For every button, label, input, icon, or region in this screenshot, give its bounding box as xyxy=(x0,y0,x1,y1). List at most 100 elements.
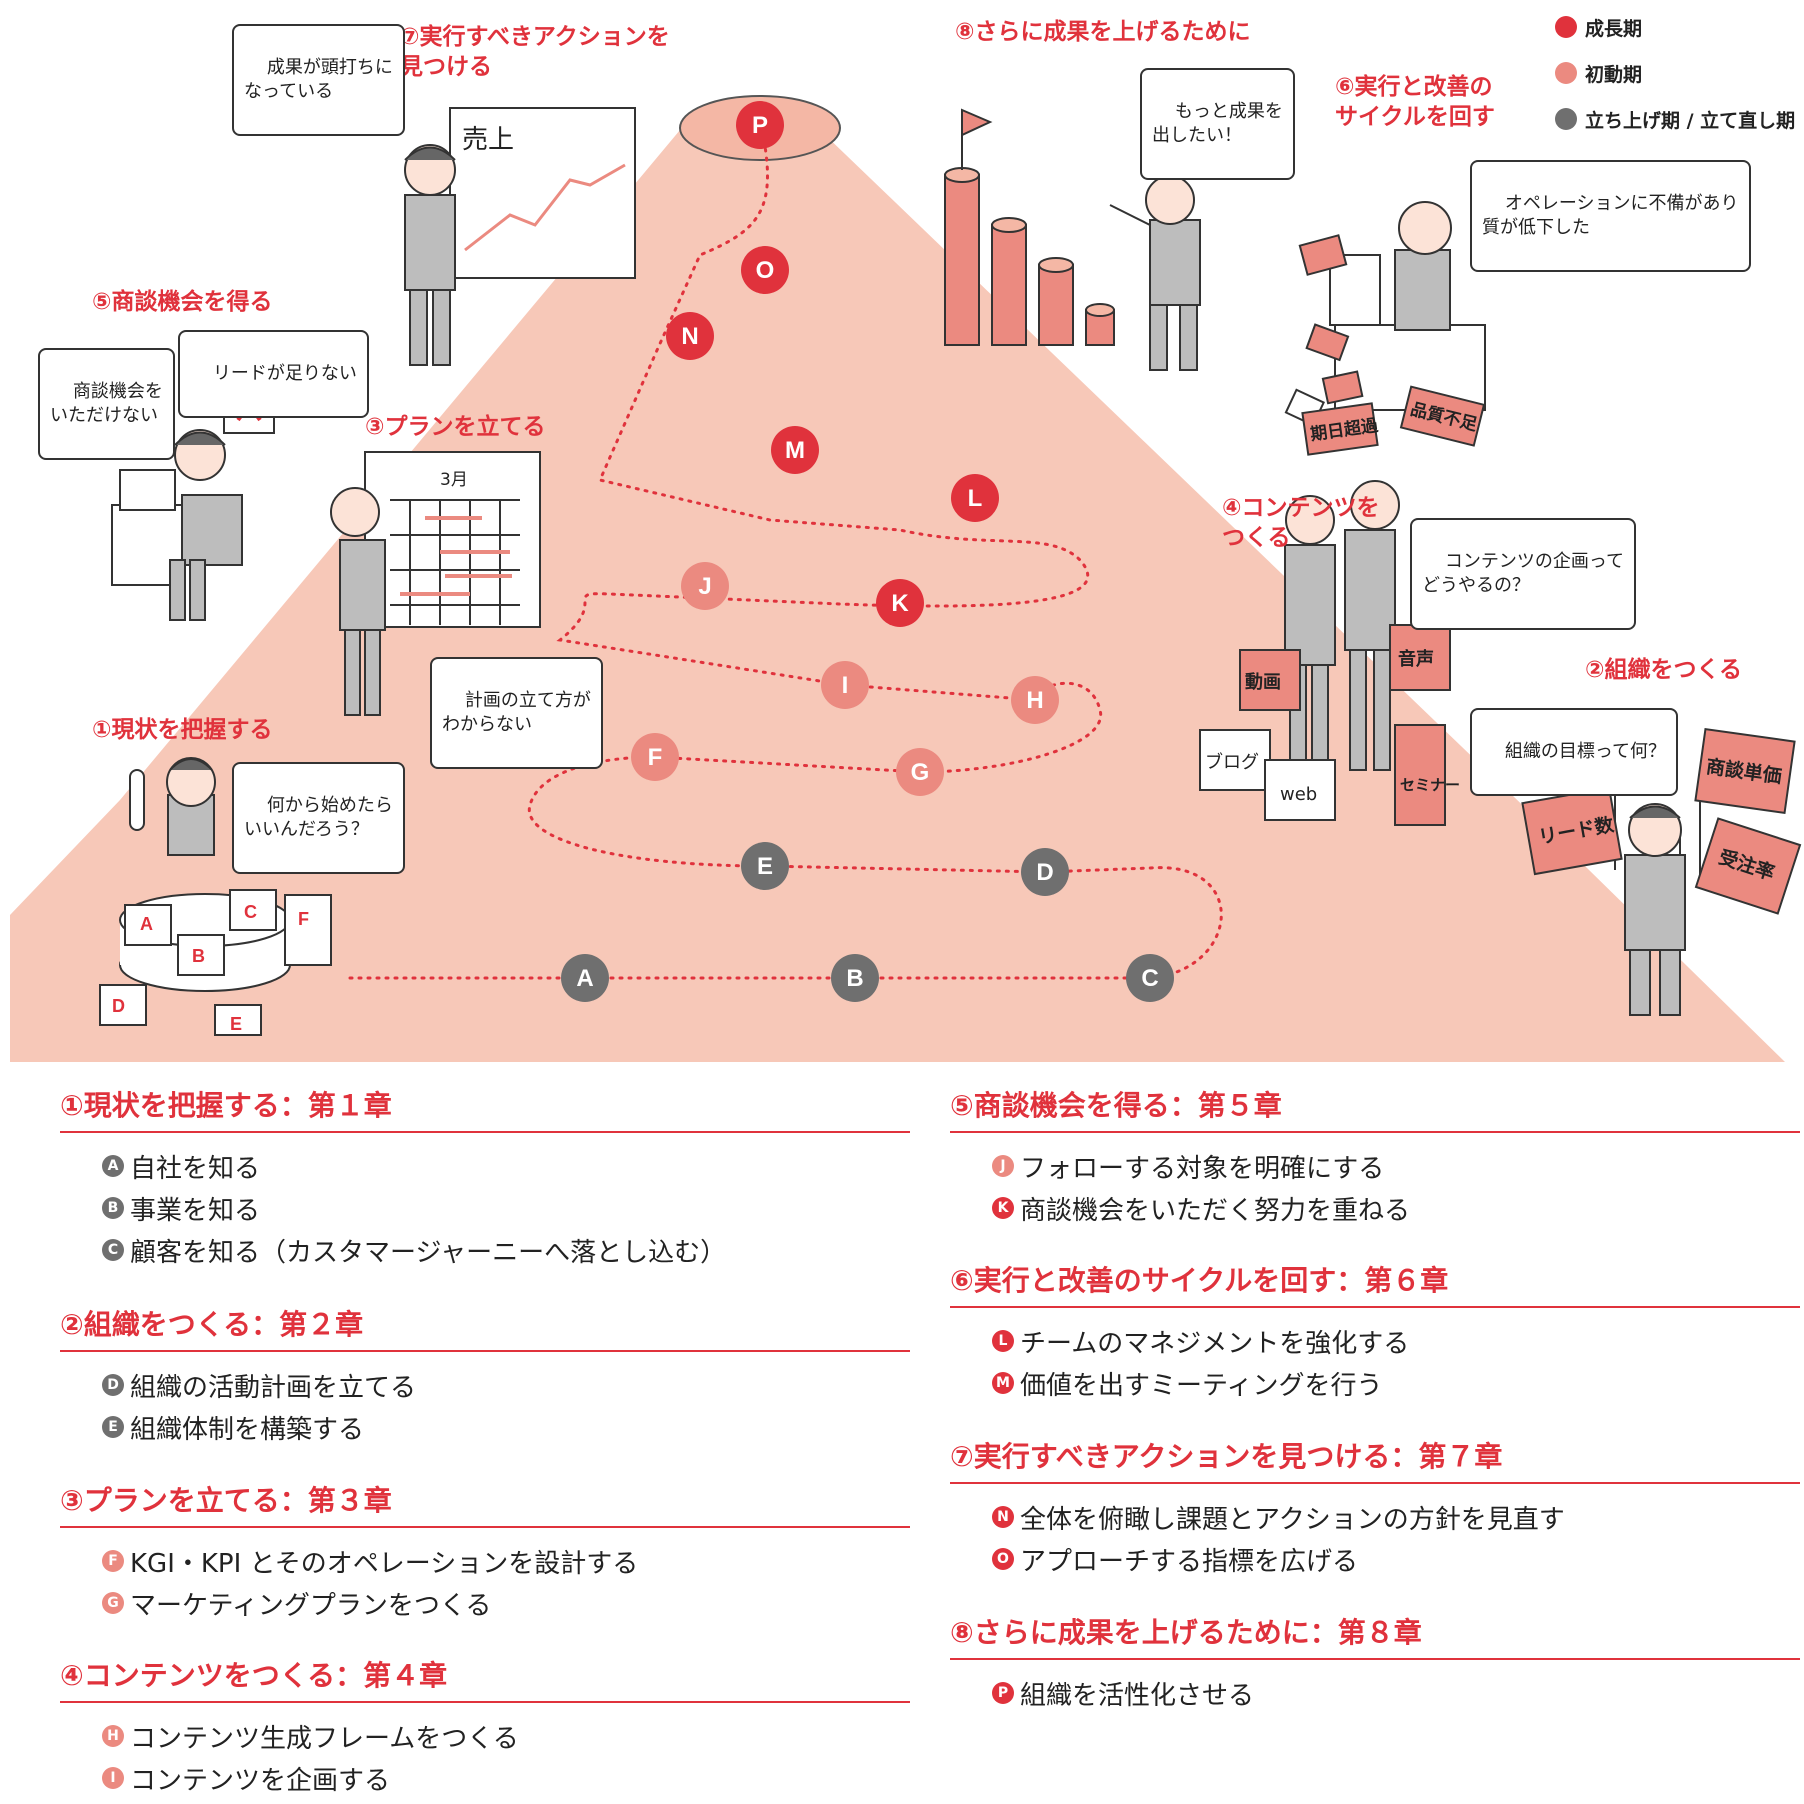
legend-item: 立ち上げ期 / 立て直し期 xyxy=(1555,96,1795,142)
path-node-label-o: O xyxy=(756,257,775,284)
svg-text:C: C xyxy=(244,902,257,922)
path-node-label-p: P xyxy=(752,112,768,139)
chapter-item: G マーケティングプランをつくる xyxy=(102,1582,910,1624)
svg-text:動画: 動画 xyxy=(1245,671,1281,693)
chapter-item: M 価値を出すミーティングを行う xyxy=(992,1362,1800,1404)
item-text: 顧客を知る（カスタマージャーニーへ落とし込む） xyxy=(130,1237,727,1268)
bubble-text: 商談機会を いただけない xyxy=(50,381,163,426)
legend-item: 成長期 xyxy=(1555,4,1795,50)
path-node-label-i: I xyxy=(842,672,849,699)
legend-dot xyxy=(1555,62,1577,84)
path-node-label-c: C xyxy=(1141,965,1158,992)
item-letter-badge: L xyxy=(992,1330,1014,1352)
path-node-g xyxy=(896,748,944,796)
legend-dot xyxy=(1555,108,1577,130)
path-node-label-a: A xyxy=(576,965,593,992)
chapter-heading: ⑥実行と改善のサイクルを回す：第６章 xyxy=(950,1262,1800,1308)
bubble-text: 計画の立て方が わからない xyxy=(442,690,591,735)
stage1-doc-labels: A B C D E F xyxy=(112,902,309,1034)
stage2-illustration xyxy=(1521,727,1802,1016)
item-letter-badge: M xyxy=(992,1372,1014,1394)
speech-bubble-stage2: 組織の目標って何？ xyxy=(1470,708,1678,796)
path-node-i xyxy=(821,661,869,709)
phase-legend: 成長期初動期立ち上げ期 / 立て直し期 xyxy=(1555,4,1795,142)
item-letter-badge: J xyxy=(992,1155,1014,1177)
svg-text:web: web xyxy=(1280,784,1317,805)
path-node-label-j: J xyxy=(698,573,711,600)
stage1-illustration xyxy=(99,757,332,1036)
path-node-label-n: N xyxy=(681,323,698,350)
bubble-text: 何から始めたら いいんだろう？ xyxy=(244,795,393,840)
bubble-text: 成果が頭打ちに なっている xyxy=(244,57,393,102)
chapter-heading: ③プランを立てる：第３章 xyxy=(60,1482,910,1528)
speech-bubble-stage8: もっと成果を 出したい！ xyxy=(1140,68,1295,180)
svg-text:A: A xyxy=(140,914,153,934)
bubble-text: リードが足りない xyxy=(212,363,357,384)
bubble-text: オペレーションに不備があり 質が低下した xyxy=(1482,193,1739,238)
path-node-l xyxy=(951,474,999,522)
item-letter-badge: B xyxy=(102,1197,124,1219)
path-node-h xyxy=(1011,676,1059,724)
stage7-title: ⑦実行すべきアクションを 見つける xyxy=(400,24,670,80)
speech-bubble-stage4: コンテンツの企画って どうやるの？ xyxy=(1410,518,1636,630)
speech-bubble-stage5b: リードが足りない xyxy=(178,330,369,418)
stage6-title: ⑥実行と改善の サイクルを回す xyxy=(1335,74,1495,130)
bubble-text: コンテンツの企画って どうやるの？ xyxy=(1422,551,1624,596)
stage3-title: ③プランを立てる xyxy=(365,414,546,440)
legend-item: 初動期 xyxy=(1555,50,1795,96)
item-letter-badge: A xyxy=(102,1155,124,1177)
item-text: 事業を知る xyxy=(130,1195,261,1226)
item-letter-badge: F xyxy=(102,1550,124,1572)
chapter-heading: ①現状を把握する：第１章 xyxy=(60,1087,910,1133)
item-text: コンテンツ生成フレームをつくる xyxy=(130,1723,519,1754)
svg-text:音声: 音声 xyxy=(1398,648,1434,670)
path-node-a xyxy=(561,954,609,1002)
item-letter-badge: C xyxy=(102,1239,124,1261)
item-text: 全体を俯瞰し課題とアクションの方針を見直す xyxy=(1020,1504,1565,1535)
path-node-o xyxy=(741,246,789,294)
legend-label: 立ち上げ期 / 立て直し期 xyxy=(1585,109,1796,132)
item-text: マーケティングプランをつくる xyxy=(130,1590,492,1621)
speech-bubble-stage5a: 商談機会を いただけない xyxy=(38,348,175,460)
path-node-c xyxy=(1126,954,1174,1002)
item-letter-badge: H xyxy=(102,1725,124,1747)
legend-label: 初動期 xyxy=(1585,63,1643,86)
item-letter-badge: G xyxy=(102,1592,124,1614)
item-text: コンテンツを企画する xyxy=(130,1765,391,1796)
item-letter-badge: O xyxy=(992,1548,1014,1570)
chapter-item: B 事業を知る xyxy=(102,1187,910,1229)
path-node-b xyxy=(831,954,879,1002)
chapter-item: C 顧客を知る（カスタマージャーニーへ落とし込む） xyxy=(102,1229,910,1271)
path-node-label-b: B xyxy=(846,965,863,992)
path-node-label-g: G xyxy=(911,759,930,786)
stage3-illustration xyxy=(330,451,541,716)
svg-text:D: D xyxy=(112,996,125,1016)
svg-text:E: E xyxy=(230,1014,242,1034)
path-node-n xyxy=(666,312,714,360)
stage8-title: ⑧さらに成果を上げるために xyxy=(955,19,1251,45)
item-text: 組織の活動計画を立てる xyxy=(130,1372,417,1403)
path-node-label-l: L xyxy=(968,485,983,512)
mountain-scene: A B C D E F リード数 商談単価 受注率 xyxy=(10,4,1802,1062)
item-text: 価値を出すミーティングを行う xyxy=(1020,1370,1383,1401)
stage1-title: ①現状を把握する xyxy=(92,717,273,743)
path-node-k xyxy=(876,579,924,627)
stage4-title: ④コンテンツを つくる xyxy=(1222,495,1380,551)
chapter-item: H コンテンツ生成フレームをつくる xyxy=(102,1715,910,1757)
